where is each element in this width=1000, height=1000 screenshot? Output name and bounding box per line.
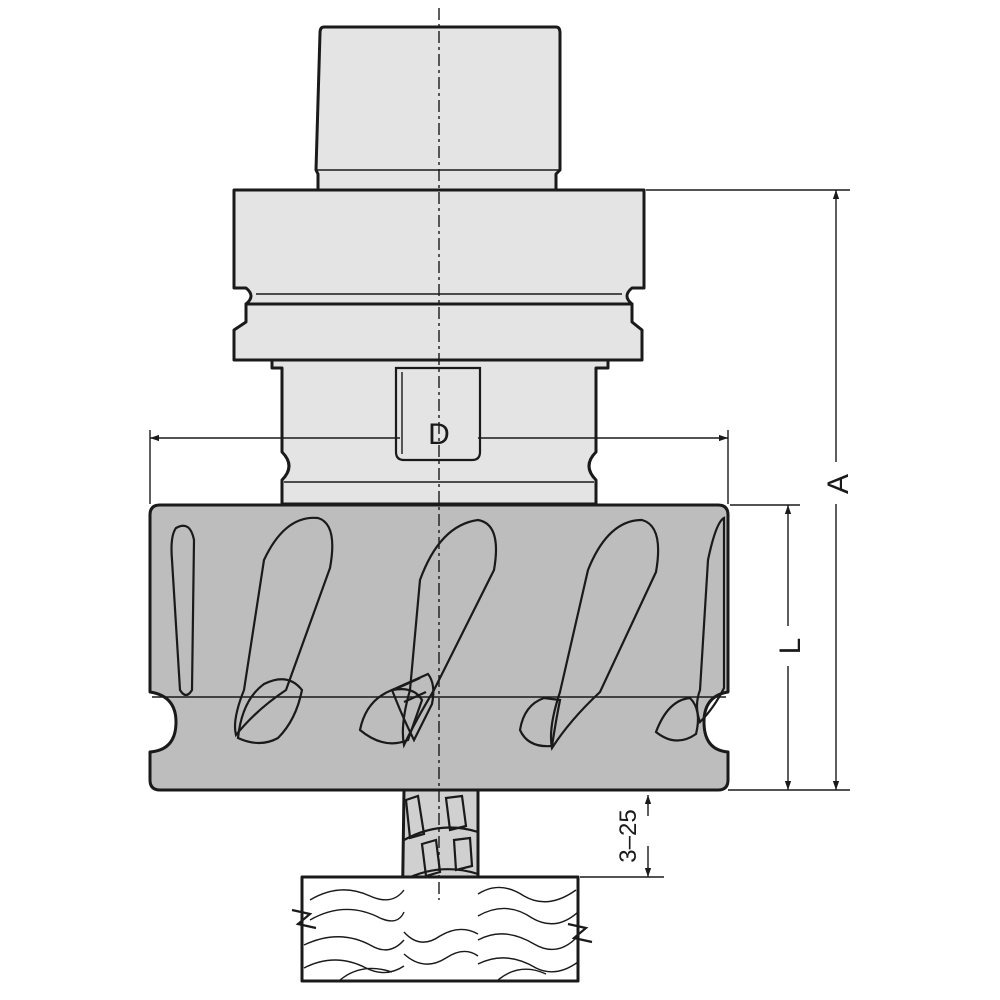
gullet-4 (654, 696, 700, 742)
dimension-a: A (646, 189, 855, 791)
dimension-l-label: L (774, 638, 807, 655)
dimension-d-label: D (428, 418, 450, 451)
gullet-2 (358, 688, 424, 745)
wood-workpiece (291, 875, 593, 983)
holder-neck (270, 358, 610, 506)
dimension-d: D (149, 418, 729, 504)
gullet-3 (518, 696, 562, 748)
flute-3 (401, 518, 498, 749)
dimension-a-label: A (822, 474, 855, 494)
gullet-1 (236, 678, 304, 745)
dimension-depth-label: 3–25 (615, 809, 642, 862)
dimension-depth: 3–25 (580, 795, 664, 878)
taper-shank (314, 25, 562, 192)
flute-5 (695, 516, 726, 724)
flute-4 (549, 518, 660, 751)
key-slot (394, 366, 482, 462)
flute-1 (170, 524, 196, 697)
dimension-l: L (730, 504, 807, 790)
insert-seat (390, 672, 435, 743)
flute-2 (233, 516, 334, 738)
